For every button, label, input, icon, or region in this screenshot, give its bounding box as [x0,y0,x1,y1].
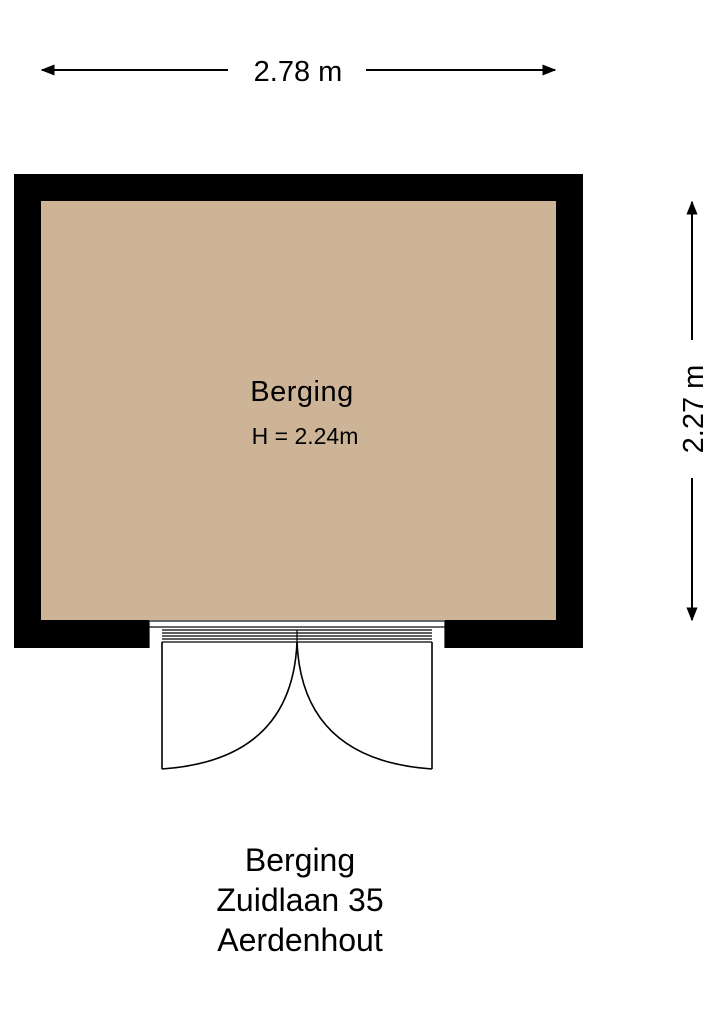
room-height-label: H = 2.24m [252,423,359,449]
plan-caption: Berging Zuidlaan 35 Aerdenhout [0,840,600,960]
caption-line-room: Berging [244,842,356,878]
caption-line-street: Zuidlaan 35 [216,882,384,918]
double-door [161,641,433,770]
caption-line-city: Aerdenhout [217,922,383,958]
height-dimension: 2.27 m [678,200,710,622]
room-name-label: Berging [250,376,353,408]
right-door-swing [296,641,433,770]
height-dimension-label: 2.27 m [678,365,710,454]
width-dimension: 2.78 m [40,56,557,88]
room-floor [41,201,556,620]
left-door-swing [161,641,298,770]
width-dimension-label: 2.78 m [254,56,343,88]
